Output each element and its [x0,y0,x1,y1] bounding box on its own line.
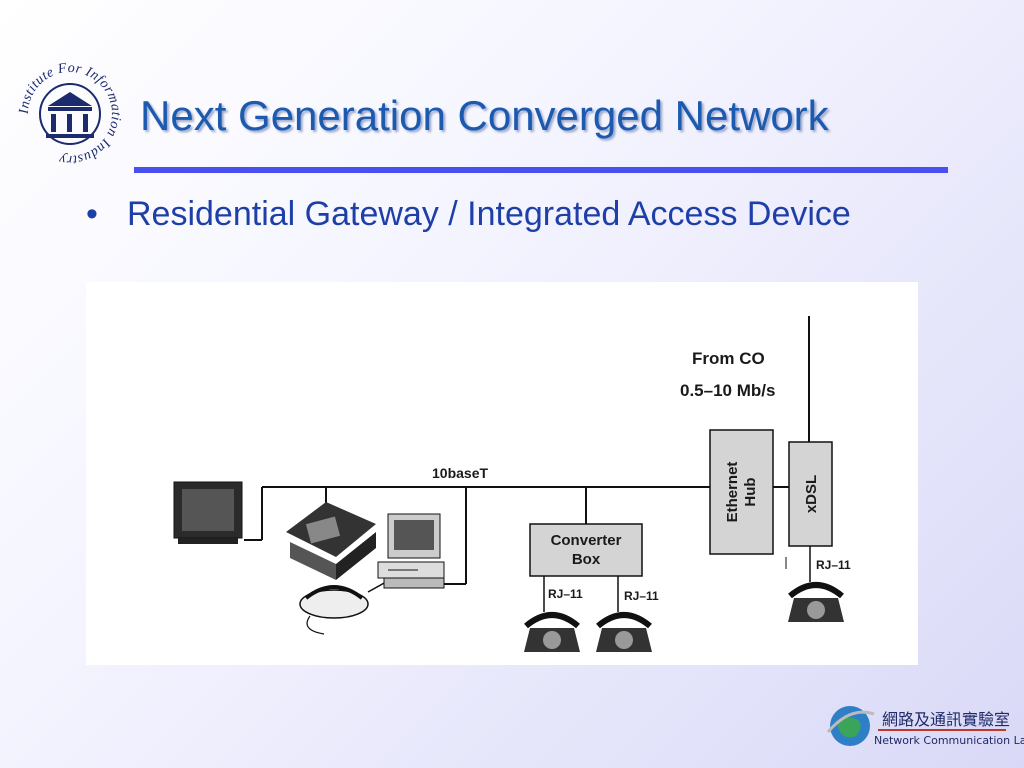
computer-icon [377,513,445,589]
page-title: Next Generation Converged Network [140,92,829,139]
rj11-label-b: RJ–11 [624,589,659,603]
desk-phone-icon [299,585,369,635]
fax-machine-icon [286,502,376,580]
ethernet-hub-box [709,429,774,555]
rj11-label-c: RJ–11 [816,558,851,572]
converter-box-label-1: Converter [551,532,622,549]
lab-logo: 網路及通訊實驗室 Network Communication Lab. [826,696,1024,756]
phone-icon-c [788,582,844,622]
tv-icon [173,481,243,544]
phone-icon-a [524,612,580,652]
bullet-text: Residential Gateway / Integrated Access … [127,195,851,233]
ethernet-hub-label-2: Hub [742,477,759,506]
ethernet-line-label: 10baseT [432,465,488,481]
ethernet-hub-label-1: Ethernet [724,462,741,523]
phone-icon-b [596,612,652,652]
rate-label: 0.5–10 Mb/s [680,381,775,400]
network-diagram: 10baseT From CO 0.5–10 Mb/s Ethernet Hub… [86,282,918,665]
converter-box [529,523,643,577]
bullet-symbol: • [86,195,98,233]
lab-name-en: Network Communication Lab. [874,734,1024,747]
converter-box-label-2: Box [572,551,601,568]
lab-name-cn: 網路及通訊實驗室 [882,710,1011,729]
lab-name-underline [878,729,1006,731]
from-co-label: From CO [692,349,765,368]
xdsl-label: xDSL [803,475,820,513]
title-divider [134,167,948,173]
institute-logo: Institute For Information Industry [14,58,126,170]
rj11-label-a: RJ–11 [548,587,583,601]
globe-icon [826,706,875,746]
